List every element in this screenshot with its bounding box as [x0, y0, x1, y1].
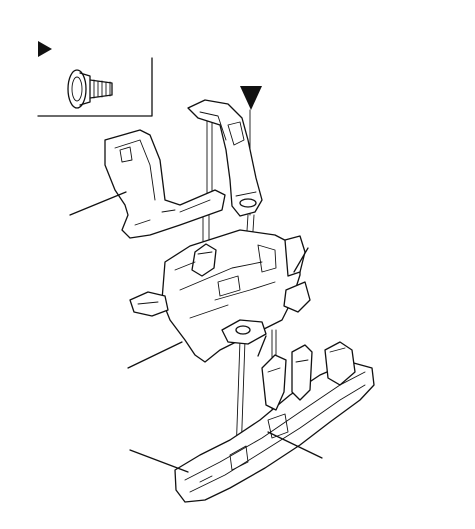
callout-leader-console [129, 449, 189, 473]
callout-leader-console-rib [267, 431, 323, 459]
triangle-right-icon [38, 41, 52, 57]
flange-bolt-icon [67, 69, 113, 109]
callout-leader-upper-bracket [69, 191, 127, 216]
callout-leader-collar [257, 335, 267, 357]
lower-console [174, 341, 375, 503]
callout-leaders [69, 191, 323, 473]
upper-bracket [104, 99, 263, 239]
triangle-down-icon [240, 86, 262, 110]
callout-leader-housing-right [293, 247, 309, 273]
inset-frame [37, 57, 153, 117]
bolt-inset [37, 41, 153, 117]
callout-leader-housing-left [127, 341, 183, 369]
gate-housing [129, 229, 311, 363]
